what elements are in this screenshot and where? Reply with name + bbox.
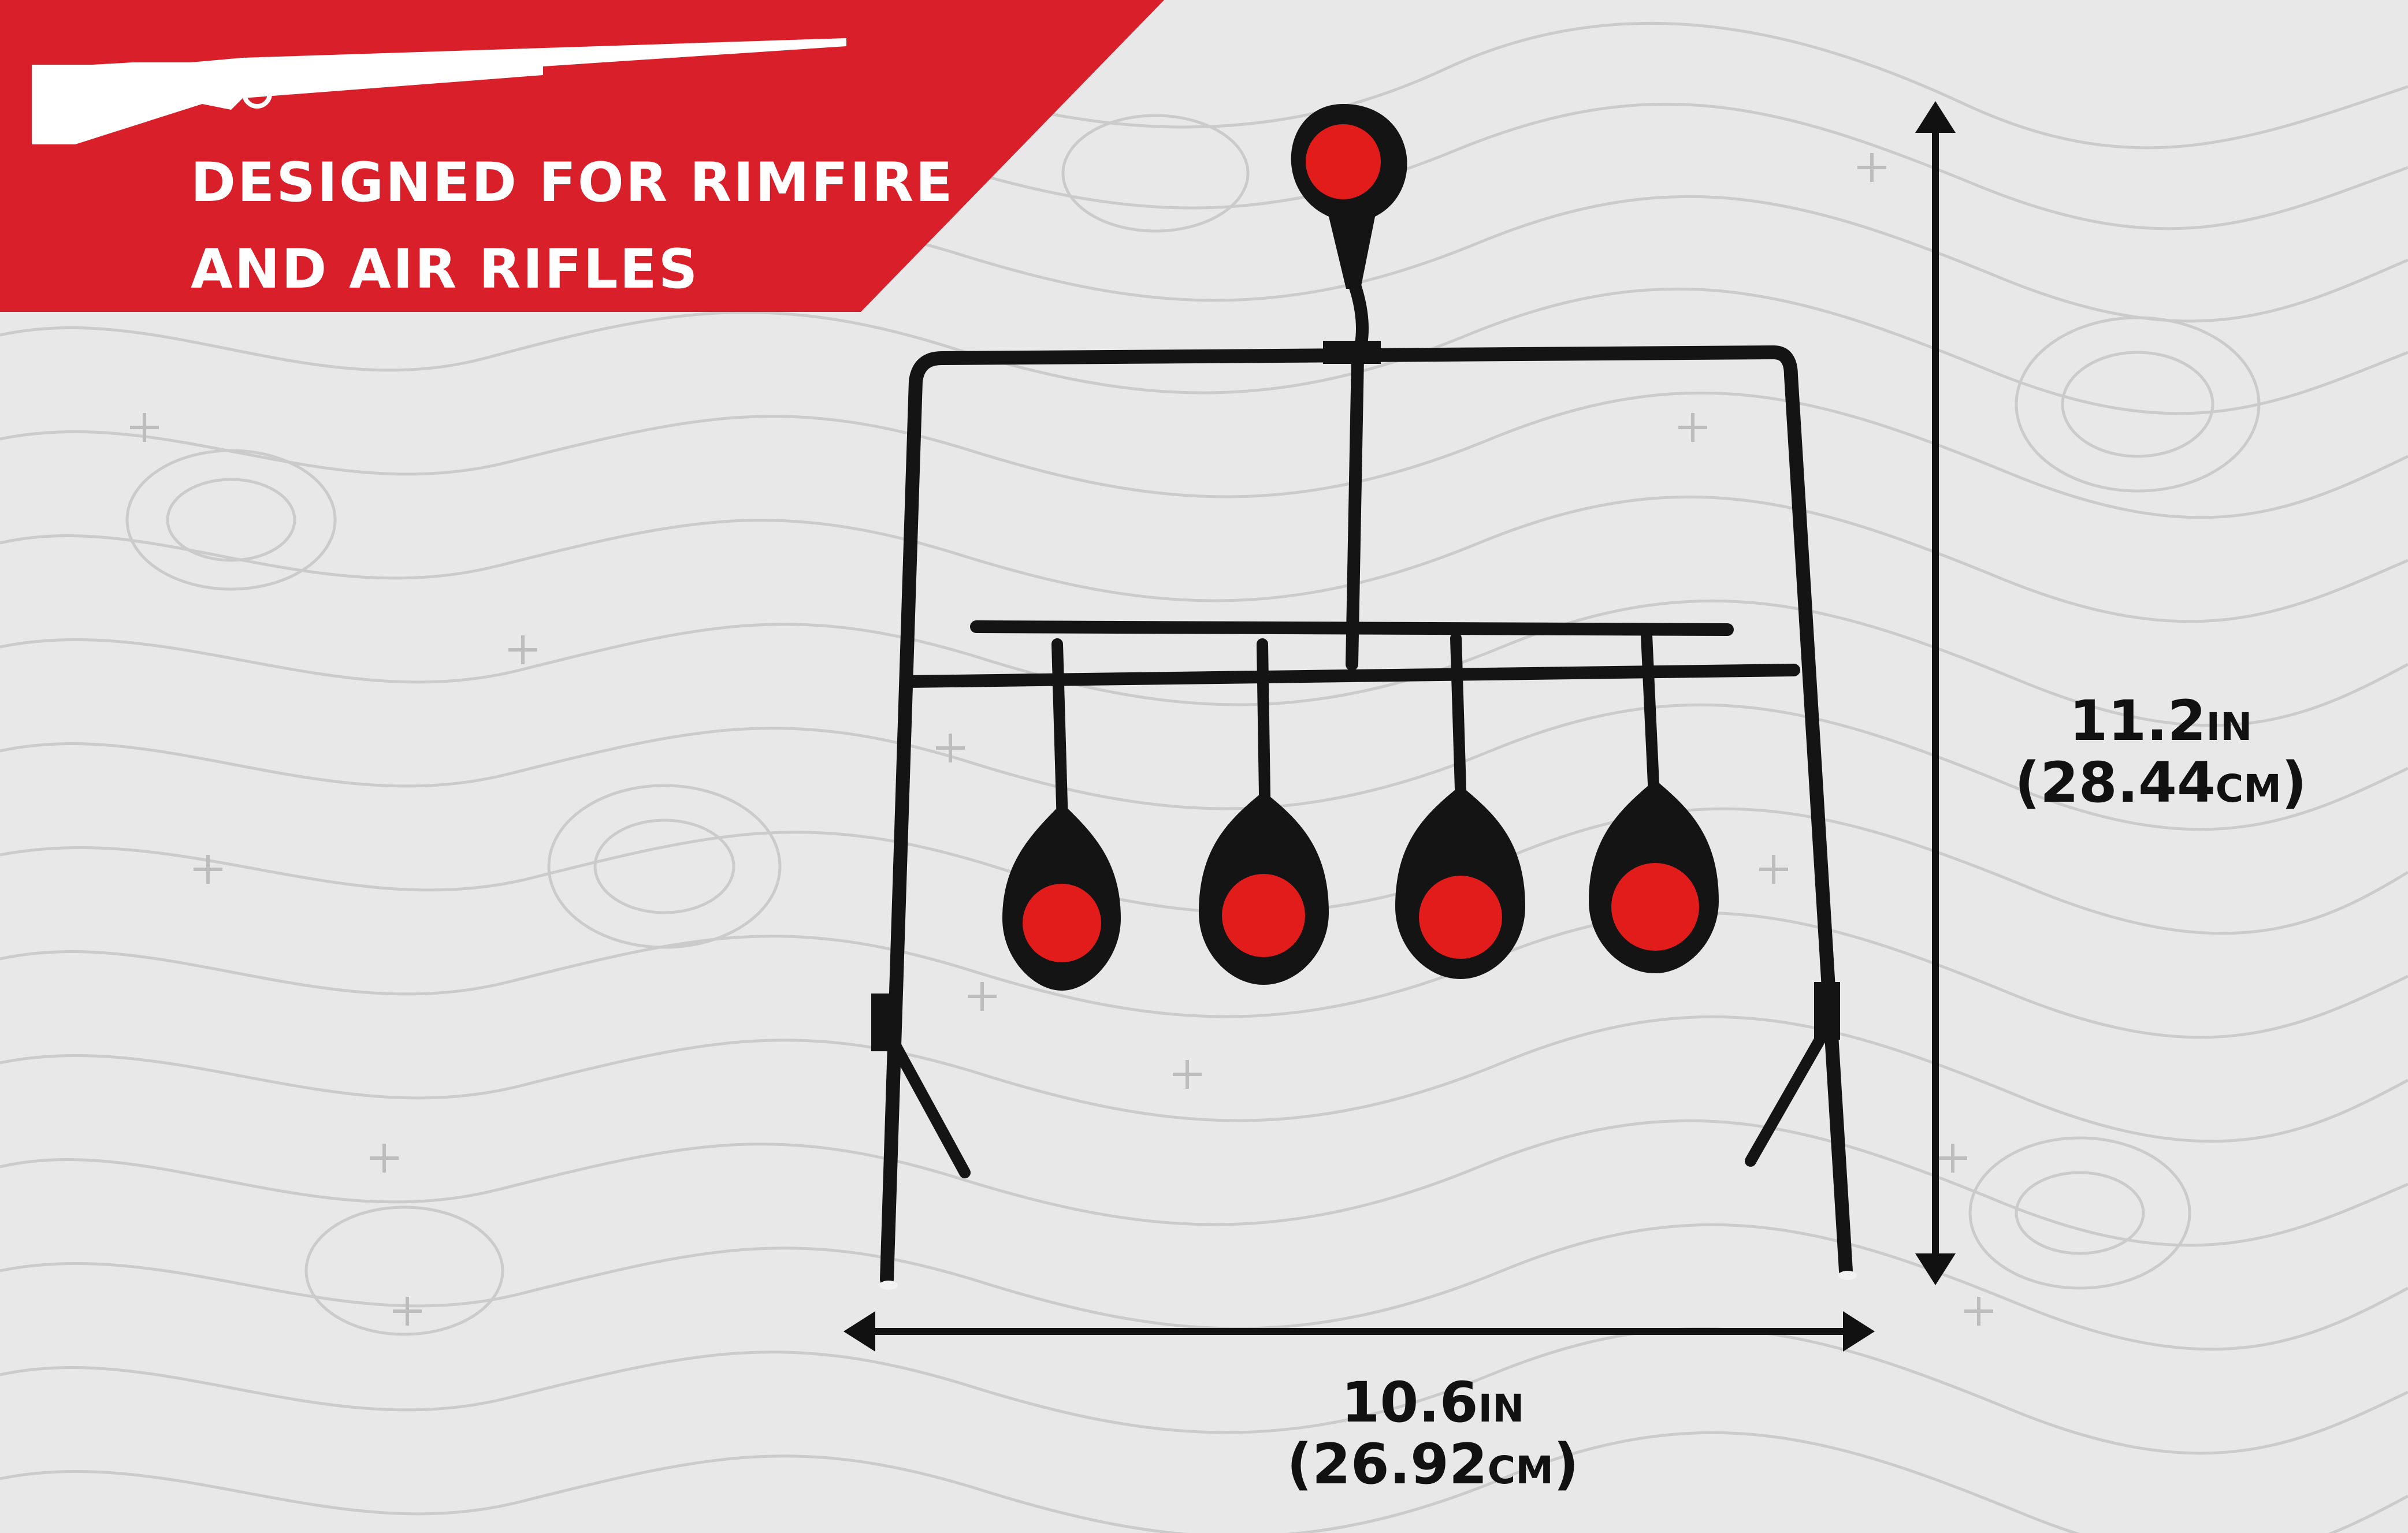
lower-target-1 <box>1002 803 1121 991</box>
height-metric-value: (28.44 <box>2015 750 2216 815</box>
width-metric-value: (26.92 <box>1287 1432 1488 1497</box>
lower-target-3 <box>1395 786 1525 979</box>
width-unit: IN <box>1478 1386 1525 1431</box>
top-target <box>1291 104 1407 289</box>
width-metric-close: ) <box>1553 1432 1579 1497</box>
banner-title: DESIGNED FOR RIMFIRE AND AIR RIFLES <box>191 140 999 313</box>
lower-target-2 <box>1199 791 1329 985</box>
banner-title-line2: AND AIR RIFLES <box>191 238 700 301</box>
lower-target-4 <box>1589 780 1719 973</box>
width-dimension: 10.6IN (26.92CM) <box>1202 1375 1664 1498</box>
width-metric: (26.92CM) <box>1202 1437 1664 1498</box>
width-imperial: 10.6IN <box>1202 1375 1664 1437</box>
banner-title-line1: DESIGNED FOR RIMFIRE <box>191 151 954 214</box>
height-dimension: 11.2IN (28.44CM) <box>1987 693 2334 817</box>
width-metric-unit: CM <box>1487 1448 1554 1493</box>
height-value: 11.2 <box>2069 689 2206 753</box>
height-metric-close: ) <box>2281 750 2307 815</box>
height-unit: IN <box>2206 705 2253 749</box>
height-metric-unit: CM <box>2215 766 2281 811</box>
height-metric: (28.44CM) <box>1987 755 2334 817</box>
width-value: 10.6 <box>1341 1370 1478 1435</box>
height-imperial: 11.2IN <box>1987 693 2334 755</box>
